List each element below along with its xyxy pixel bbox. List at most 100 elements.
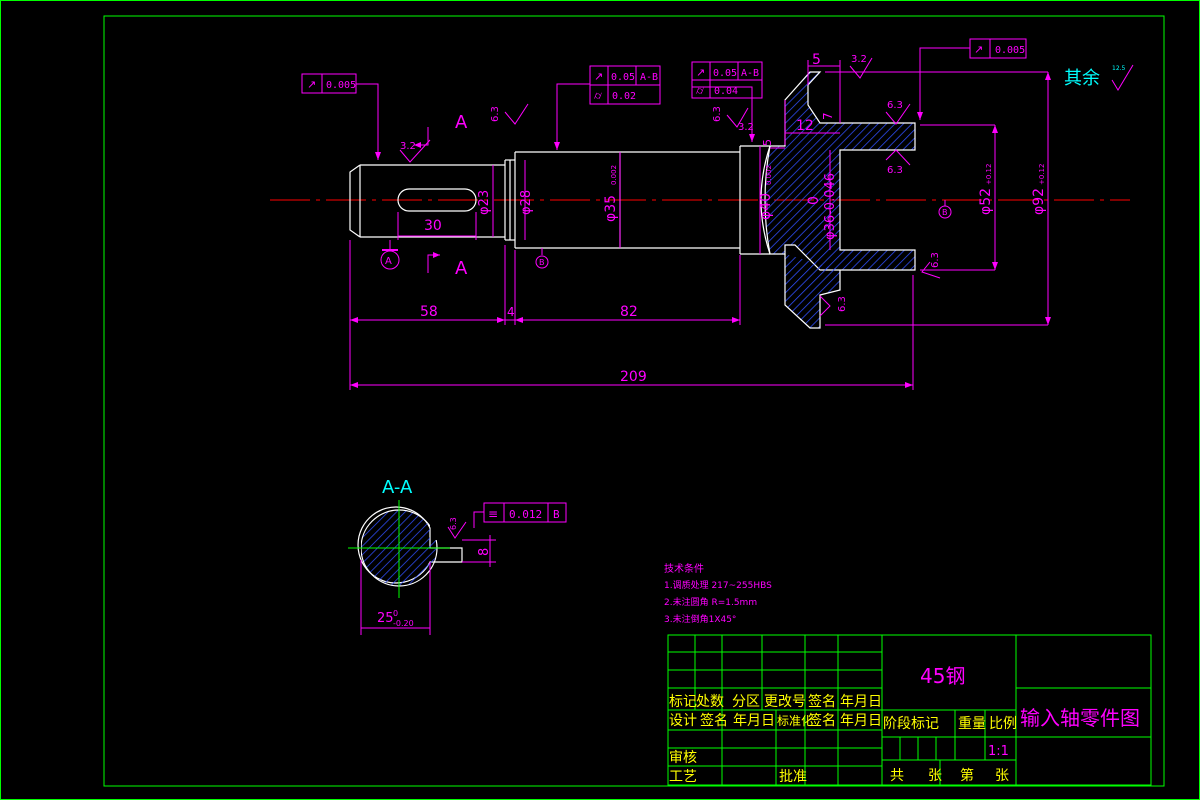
dim-l4: 4 — [507, 305, 515, 319]
disk-section — [760, 71, 916, 329]
datum-a-label: A — [385, 256, 392, 267]
tb-scale-value: 1:1 — [988, 744, 1009, 759]
tb-sheet: 张 — [995, 768, 1009, 784]
tb-sign3: 签名 — [808, 712, 836, 729]
roughness-marks — [399, 57, 1134, 539]
datum-b-label: B — [539, 258, 545, 267]
frame7-datum: B — [553, 508, 560, 521]
tb-zone: 分区 — [732, 694, 760, 710]
tb-date2: 年月日 — [733, 713, 775, 729]
dim-d92-tol: +0.12 — [1038, 164, 1046, 185]
section-width: 25 — [377, 611, 394, 626]
dim-d28: φ28 — [519, 190, 534, 215]
frame5-symbol: ⌭ — [696, 84, 704, 97]
dimension-lines — [349, 47, 1049, 390]
dim-l209: 209 — [620, 369, 647, 385]
tb-date: 年月日 — [840, 694, 882, 710]
tech-item-2: 2.未注圆角 R=1.5mm — [664, 596, 757, 608]
roughness-5: 6.3 — [887, 100, 903, 111]
frame5-value: 0.04 — [714, 86, 738, 97]
dim-d92: φ92 — [1031, 188, 1047, 215]
dim-l7: 7 — [821, 112, 835, 120]
frame4-value: 0.05 — [713, 68, 737, 79]
dim-d36: φ36-0.046 — [823, 173, 838, 240]
dim-l5: 5 — [812, 52, 821, 68]
cyan-labels: A-A 其余 12.5 — [382, 65, 1126, 498]
tb-total: 共 — [890, 768, 904, 784]
frame1-symbol: ↗ — [307, 78, 316, 91]
section-width-tol-low: -0.20 — [393, 619, 414, 628]
dim-d52-tol: +0.12 — [985, 164, 993, 185]
inner-frame — [103, 15, 1165, 787]
section-mark-bottom: A — [455, 258, 468, 279]
section-mark-top: A — [455, 112, 468, 133]
tb-stage: 阶段标记 — [883, 716, 939, 732]
dim-d35-tol: 0.002 — [610, 165, 618, 185]
frame6-value: 0.005 — [995, 45, 1025, 56]
frame6-symbol: ↗ — [974, 43, 983, 56]
dim-d23: φ23 — [477, 190, 492, 215]
section-depth: 8 — [477, 548, 492, 556]
dim-l82: 82 — [620, 304, 638, 320]
tech-item-1: 1.调质处理 217~255HBS — [664, 579, 772, 591]
roughness-8: 6.3 — [837, 296, 848, 312]
tb-mark: 标记 — [669, 694, 697, 710]
dim-d40: φ40 — [758, 193, 774, 220]
arrowheads — [350, 72, 1051, 388]
tb-sign: 签名 — [808, 693, 836, 710]
tb-weight: 重量 — [958, 716, 986, 732]
tb-review: 审核 — [669, 750, 697, 766]
tb-scale: 比例 — [989, 716, 1017, 732]
rest-roughness-value: 12.5 — [1112, 65, 1126, 72]
frame4-symbol: ↗ — [696, 66, 705, 79]
title-block-labels: 标记 处数 分区 更改号 签名 年月日 设计 签名 年月日 标准化 签名 年月日… — [669, 693, 1017, 785]
section-width-tol-up: 0 — [393, 609, 398, 618]
tb-process: 工艺 — [669, 769, 697, 785]
frame7-symbol: ≡ — [488, 507, 498, 521]
dim-key-length: 30 — [424, 218, 442, 234]
tb-count: 处数 — [696, 694, 724, 710]
frame1-value: 0.005 — [326, 80, 356, 91]
dimension-labels: ↗ 0.005 ↗ 0.05 A-B ⌭ 0.02 ↗ 0.05 A-B ⌭ 0… — [307, 43, 1140, 730]
rest-roughness-label: 其余 — [1064, 68, 1100, 89]
tb-no: 第 — [960, 767, 974, 784]
title-block-grid — [667, 634, 1152, 786]
roughness-1: 3.2 — [400, 141, 416, 152]
tb-change: 更改号 — [764, 694, 806, 710]
tolerance-frames — [301, 38, 1027, 523]
frame2-value: 0.05 — [611, 72, 635, 83]
section-view — [348, 500, 496, 635]
section-title: A-A — [382, 477, 413, 498]
tb-standard: 标准化 — [777, 714, 813, 728]
dim-l12: 12 — [796, 118, 814, 134]
dim-d36-zero: 0 — [806, 196, 822, 205]
roughness-4: 3.2 — [738, 122, 754, 133]
tb-design: 设计 — [669, 713, 697, 729]
roughness-3: 6.3 — [712, 106, 723, 122]
roughness-2: 6.3 — [490, 106, 501, 122]
material: 45钢 — [920, 664, 965, 688]
dim-l58: 58 — [420, 304, 438, 320]
frame7-value: 0.012 — [509, 508, 542, 521]
frame3-symbol: ⌭ — [594, 89, 602, 102]
roughness-9: 6.3 — [449, 517, 458, 530]
dim-d52: φ52 — [978, 188, 994, 215]
datum-b2-label: B — [942, 208, 948, 217]
tech-title: 技术条件 — [664, 562, 704, 575]
tb-date3: 年月日 — [840, 713, 882, 729]
dim-d35: φ35 — [603, 195, 619, 222]
roughness-6: 6.3 — [887, 165, 903, 176]
roughness-7: 6.3 — [930, 252, 941, 268]
frame4-datum: A-B — [741, 68, 759, 79]
tb-sign2: 签名 — [700, 712, 728, 729]
tech-item-3: 3.未注倒角1X45° — [664, 613, 736, 625]
tb-approve: 批准 — [779, 769, 807, 785]
frame2-symbol: ↗ — [594, 70, 603, 83]
dim-d40-tol: 0.002 — [765, 165, 773, 185]
drawing-name: 输入轴零件图 — [1020, 706, 1140, 730]
roughness-4b: 3.2 — [851, 54, 867, 65]
tb-sheets: 张 — [928, 768, 942, 784]
dim-l5b: 5 — [761, 139, 774, 146]
